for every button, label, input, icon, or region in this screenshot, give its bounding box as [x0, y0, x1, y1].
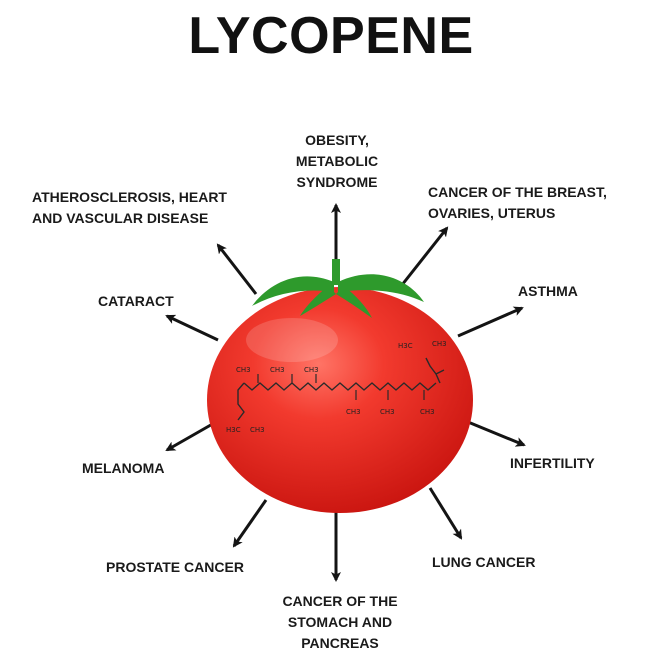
tomato-leaf [252, 276, 334, 306]
label-line: CATARACT [98, 293, 174, 309]
label-line: OBESITY, [305, 132, 369, 148]
tomato-leaf [338, 274, 424, 302]
arrow-prostate [232, 499, 268, 548]
tomato-leaf [300, 286, 336, 316]
molecule-label: CH3 [432, 340, 447, 348]
arrow-infertility [467, 420, 526, 447]
tomato-icon [207, 259, 473, 513]
molecule-label: CH3 [304, 366, 319, 374]
label-line: METABOLIC [295, 153, 379, 169]
right-end-group [425, 357, 441, 384]
label-atherosclerosis: ATHEROSCLEROSIS, HEART AND VASCULAR DISE… [32, 187, 227, 229]
molecule-label: CH3 [270, 366, 285, 374]
tomato-highlight [246, 318, 338, 362]
label-stomach-cancer: CANCER OF THE STOMACH AND PANCREAS [258, 591, 422, 654]
molecule-label: CH3 [250, 426, 265, 434]
molecule-label: CH3 [420, 408, 435, 416]
label-line: ATHEROSCLEROSIS, HEART [32, 189, 227, 205]
arrow-atherosclerosis [216, 243, 258, 295]
label-line: ASTHMA [518, 283, 578, 299]
label-line: STOMACH AND [287, 614, 393, 630]
label-line: LUNG CANCER [432, 554, 536, 570]
label-line: CANCER OF THE BREAST, [428, 184, 607, 200]
molecule-label: H3C [226, 426, 241, 434]
label-line: INFERTILITY [510, 455, 595, 471]
right-branch [435, 369, 445, 375]
left-end-group [237, 382, 245, 421]
label-asthma: ASTHMA [518, 281, 578, 302]
arrow-cataract [165, 314, 219, 342]
label-line: PROSTATE CANCER [106, 559, 244, 575]
label-breast-cancer: CANCER OF THE BREAST, OVARIES, UTERUS [428, 182, 607, 224]
molecule-label: CH3 [236, 366, 251, 374]
label-prostate-cancer: PROSTATE CANCER [106, 557, 244, 578]
label-line: PANCREAS [301, 635, 379, 651]
tomato-body [207, 287, 473, 513]
molecule-label: CH3 [346, 408, 361, 416]
molecule-label: CH3 [380, 408, 395, 416]
label-infertility: INFERTILITY [510, 453, 595, 474]
arrows-group [165, 203, 526, 582]
label-obesity: OBESITY, METABOLIC SYNDROME [262, 130, 412, 193]
polyene-chain [243, 382, 437, 391]
label-cataract: CATARACT [98, 291, 174, 312]
arrow-breast [396, 226, 449, 291]
label-line: CANCER OF THE [282, 593, 398, 609]
tomato-stem [332, 259, 340, 285]
arrow-lung [428, 487, 463, 540]
label-line: AND VASCULAR DISEASE [32, 210, 209, 226]
label-melanoma: MELANOMA [82, 458, 164, 479]
arrow-melanoma [165, 420, 217, 452]
label-line: MELANOMA [82, 460, 165, 476]
label-line: OVARIES, UTERUS [428, 205, 556, 221]
arrow-asthma [457, 306, 524, 338]
label-line: SYNDROME [296, 174, 378, 190]
page-title: LYCOPENE [188, 7, 474, 65]
molecule-label: H3C [398, 342, 413, 350]
tomato-leaf [336, 286, 372, 318]
label-lung-cancer: LUNG CANCER [432, 552, 535, 573]
